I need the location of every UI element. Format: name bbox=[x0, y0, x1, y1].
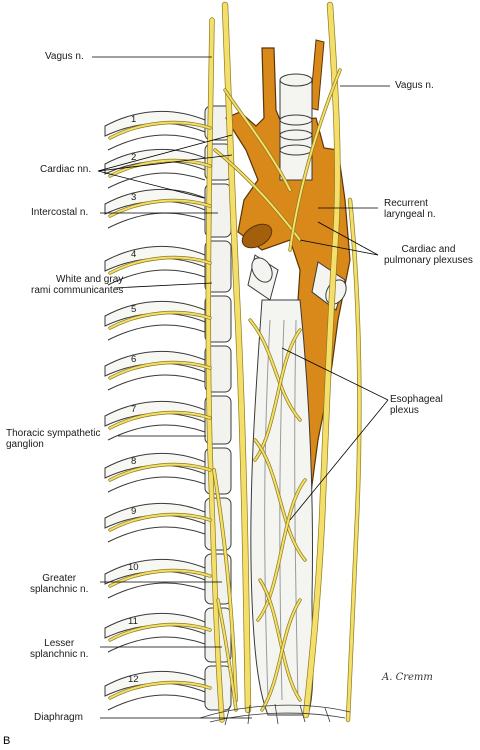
label-lesser-splanchnic: Lesser splanchnic n. bbox=[30, 638, 89, 660]
vertebra bbox=[204, 345, 232, 393]
rib-number: 1 bbox=[131, 114, 137, 125]
rib bbox=[104, 453, 206, 479]
right-sympathetic-trunk bbox=[346, 198, 361, 722]
intercostal-nerve bbox=[109, 361, 211, 379]
vertebra bbox=[204, 295, 232, 343]
label-greater-splanchnic: Greater splanchnic n. bbox=[30, 573, 89, 595]
cardiac-nerve bbox=[224, 89, 291, 191]
rib bbox=[104, 503, 206, 529]
esophageal-plexus-branch bbox=[254, 439, 306, 561]
vertebra bbox=[204, 240, 232, 293]
rib bbox=[104, 111, 206, 137]
rib bbox=[104, 246, 206, 272]
rib bbox=[104, 301, 206, 327]
intercostal-nerve bbox=[109, 311, 211, 329]
rib-lower-edge bbox=[107, 212, 206, 229]
rib-lower-edge bbox=[107, 694, 206, 711]
rib bbox=[104, 613, 206, 639]
label-esophageal-plexus: Esophageal plexus bbox=[390, 394, 443, 416]
rib-lower-edge bbox=[107, 526, 206, 543]
artist-signature: A. Cremm bbox=[382, 672, 433, 683]
rib-number: 10 bbox=[128, 562, 139, 573]
label-diaphragm: Diaphragm bbox=[34, 712, 83, 723]
rib-number: 12 bbox=[128, 674, 139, 685]
label-vagus-left: Vagus n. bbox=[45, 51, 84, 62]
rib-lower-edge bbox=[107, 424, 206, 441]
rib bbox=[104, 671, 206, 697]
intercostal-nerve bbox=[109, 681, 211, 699]
intercostal-nerve bbox=[109, 623, 211, 641]
esophageal-plexus-branch bbox=[261, 599, 301, 711]
rib bbox=[104, 189, 206, 215]
intercostal-nerve bbox=[109, 121, 211, 139]
rib bbox=[104, 149, 206, 175]
greater-splanchnic-nerve bbox=[212, 468, 238, 702]
rib-lower-edge bbox=[107, 269, 206, 286]
rib-lower-edge bbox=[107, 134, 206, 151]
nerve-network bbox=[108, 1, 362, 723]
label-recurrent-laryngeal: Recurrent laryngeal n. bbox=[384, 198, 436, 220]
rib-number: 3 bbox=[131, 192, 137, 203]
label-cardiac-nerves: Cardiac nn. bbox=[40, 164, 92, 175]
rib-number: 7 bbox=[131, 404, 137, 415]
recurrent-laryngeal-nerve bbox=[289, 69, 341, 251]
intercostal-nerve bbox=[109, 411, 211, 429]
ribs bbox=[104, 111, 206, 711]
rib bbox=[104, 351, 206, 377]
rib-lower-edge bbox=[107, 324, 206, 341]
intercostal-nerve bbox=[109, 513, 211, 531]
intercostal-nerve bbox=[109, 463, 211, 481]
leader-lines bbox=[92, 56, 390, 719]
rib-number: 4 bbox=[131, 249, 137, 260]
panel-letter: B bbox=[3, 735, 11, 747]
sympathetic-trunk bbox=[206, 18, 224, 722]
label-thoracic-ganglion: Thoracic sympathetic ganglion bbox=[6, 428, 101, 450]
intercostal-nerve bbox=[109, 199, 211, 217]
label-cardiac-pulmonary-plexuses: Cardiac and pulmonary plexuses bbox=[384, 244, 473, 266]
esophageal-plexus-branch bbox=[257, 479, 306, 621]
rib-number: 9 bbox=[131, 506, 137, 517]
esophageal-plexus-branch bbox=[249, 319, 301, 421]
intercostal-nerve bbox=[109, 256, 211, 274]
right-vagus-nerve bbox=[303, 2, 340, 718]
rib-lower-edge bbox=[107, 476, 206, 493]
label-vagus-right: Vagus n. bbox=[395, 80, 434, 91]
lesser-splanchnic-nerve bbox=[217, 599, 237, 711]
intercostal-nerve bbox=[109, 569, 211, 587]
cardiac-nerve bbox=[214, 149, 301, 241]
rib-lower-edge bbox=[107, 636, 206, 653]
esophageal-plexus-branch bbox=[259, 579, 301, 701]
label-intercostal: Intercostal n. bbox=[31, 207, 89, 218]
rib-lower-edge bbox=[107, 172, 206, 189]
diaphragm-base bbox=[199, 703, 351, 726]
rib-number: 5 bbox=[131, 304, 137, 315]
rib-lower-edge bbox=[107, 582, 206, 599]
rib bbox=[104, 401, 206, 427]
rib bbox=[104, 559, 206, 585]
rib-number: 2 bbox=[131, 152, 137, 163]
rib-number: 11 bbox=[128, 616, 138, 627]
rib-number: 6 bbox=[131, 354, 137, 365]
intercostal-nerve bbox=[109, 159, 211, 177]
label-rami-communicantes: White and gray rami communicantes bbox=[31, 274, 124, 296]
rib-number: 8 bbox=[131, 456, 137, 467]
rib-lower-edge bbox=[107, 374, 206, 391]
